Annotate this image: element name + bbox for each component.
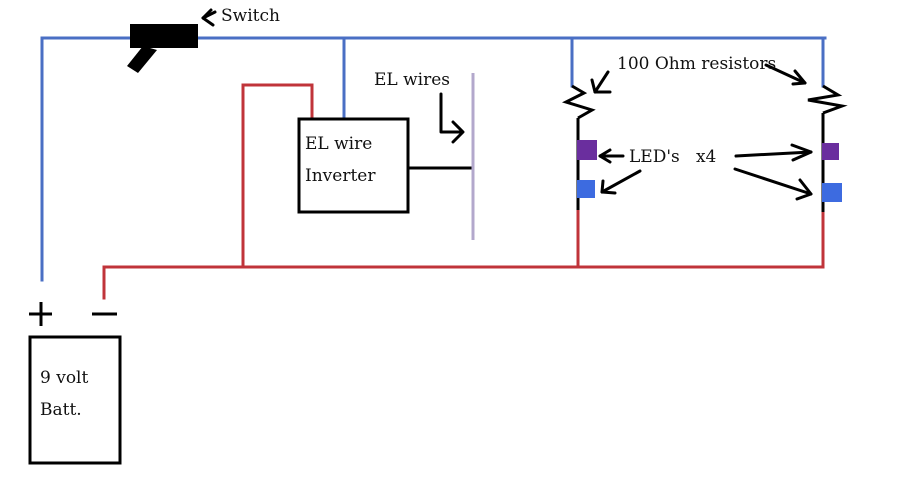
- led-purple-left: [577, 140, 597, 160]
- led-blue-right: [822, 183, 842, 202]
- led-blue-left: [577, 180, 595, 198]
- el-wires-label: EL wires: [374, 70, 451, 90]
- resistor-right-icon: [807, 84, 848, 115]
- led-arrow-1-icon: [598, 148, 625, 164]
- led-arrow-3-icon: [734, 143, 813, 162]
- battery-label-line1: 9 volt: [40, 368, 89, 388]
- resistors-label: 100 Ohm resistors: [617, 54, 777, 74]
- inverter-label-line1: EL wire: [305, 134, 373, 154]
- leds-label: LED's x4: [629, 147, 717, 167]
- led-arrow-4-icon: [733, 167, 813, 201]
- resistor-left-icon: [561, 84, 596, 120]
- led-arrow-2-icon: [600, 169, 642, 195]
- el-wires-arrow-icon: [439, 92, 465, 144]
- led-purple-right: [822, 143, 839, 160]
- resistor-left-arrow-icon: [590, 70, 612, 94]
- switch-icon[interactable]: [127, 24, 198, 73]
- plus-terminal-icon: [29, 302, 52, 326]
- battery-box: [28, 335, 122, 465]
- battery-label-line2: Batt.: [40, 400, 82, 420]
- positive-wire-main: [40, 36, 827, 282]
- switch-label: Switch: [221, 6, 280, 26]
- inverter-box: [297, 117, 410, 214]
- inverter-label-line2: Inverter: [305, 166, 376, 186]
- resistor-right-arrow-icon: [764, 63, 807, 86]
- negative-wire-inverter: [241, 83, 314, 269]
- switch-arrow-icon: [201, 8, 217, 27]
- negative-wire-main: [102, 265, 825, 300]
